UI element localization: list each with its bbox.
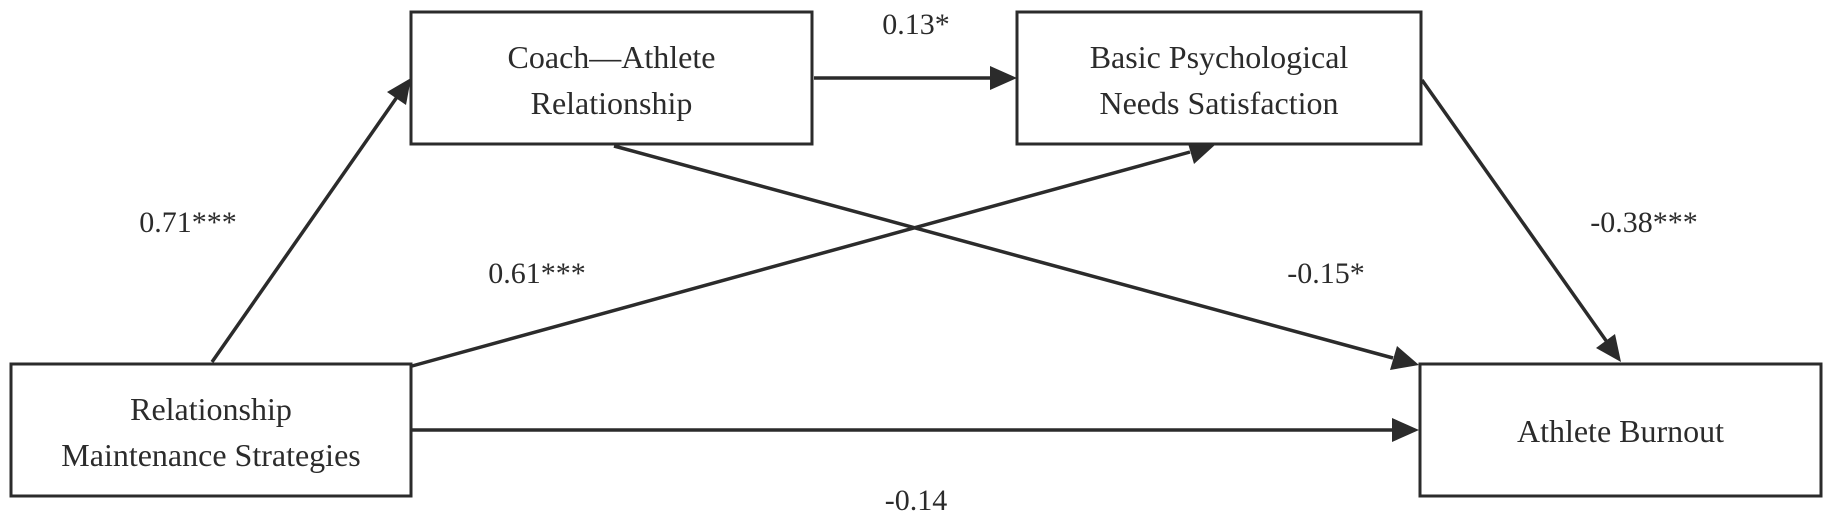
coef-label-rms-car: 0.71*** xyxy=(139,206,237,239)
edge-labels: 0.71*** 0.13* 0.61*** -0.15* -0.38*** -0… xyxy=(139,8,1698,517)
node-label-line-1: Athlete Burnout xyxy=(1517,413,1724,449)
arrowhead-icon xyxy=(1187,140,1216,164)
node-box xyxy=(9,362,413,498)
node-coach-athlete-relationship: Coach—Athlete Relationship xyxy=(409,10,814,146)
edge-coach-athlete-to-needs xyxy=(814,66,1017,90)
node-box xyxy=(1418,362,1823,498)
node-box xyxy=(1015,10,1423,146)
coef-label-rms-bpns: 0.61*** xyxy=(488,257,586,290)
node-athlete-burnout: Athlete Burnout xyxy=(1418,362,1823,498)
node-label-line-1: Coach—Athlete xyxy=(508,39,716,75)
coef-label-car-bpns: 0.13* xyxy=(882,8,950,41)
node-label-line-1: Basic Psychological xyxy=(1090,39,1349,75)
arrowhead-icon xyxy=(990,66,1017,90)
edge-rms-to-needs xyxy=(411,140,1216,368)
edges xyxy=(210,66,1621,442)
arrowhead-icon xyxy=(387,78,411,105)
edge-coach-athlete-to-burnout xyxy=(613,144,1419,370)
node-label-line-1: Relationship xyxy=(130,391,292,427)
edge-rms-to-burnout xyxy=(412,418,1419,442)
edge-line xyxy=(411,150,1191,368)
node-label-line-2: Needs Satisfaction xyxy=(1099,85,1338,121)
node-basic-psychological-needs-satisfaction: Basic Psychological Needs Satisfaction xyxy=(1015,10,1423,146)
node-relationship-maintenance-strategies: Relationship Maintenance Strategies xyxy=(9,362,413,498)
coef-label-bpns-ab: -0.38*** xyxy=(1590,206,1698,239)
edge-line xyxy=(210,95,399,364)
nodes: Coach—Athlete Relationship Basic Psychol… xyxy=(9,10,1823,498)
edge-rms-to-coach-athlete xyxy=(210,78,411,364)
edge-line xyxy=(1420,78,1609,344)
coef-label-car-ab: -0.15* xyxy=(1287,257,1365,290)
edge-needs-to-burnout xyxy=(1420,78,1621,362)
node-label-line-2: Maintenance Strategies xyxy=(61,437,360,473)
node-label-line-2: Relationship xyxy=(531,85,693,121)
node-box xyxy=(409,10,814,146)
arrowhead-icon xyxy=(1390,346,1419,370)
coef-label-rms-ab: -0.14 xyxy=(885,484,948,517)
arrowhead-icon xyxy=(1596,334,1621,362)
arrowhead-icon xyxy=(1392,418,1419,442)
edge-line xyxy=(613,144,1394,360)
